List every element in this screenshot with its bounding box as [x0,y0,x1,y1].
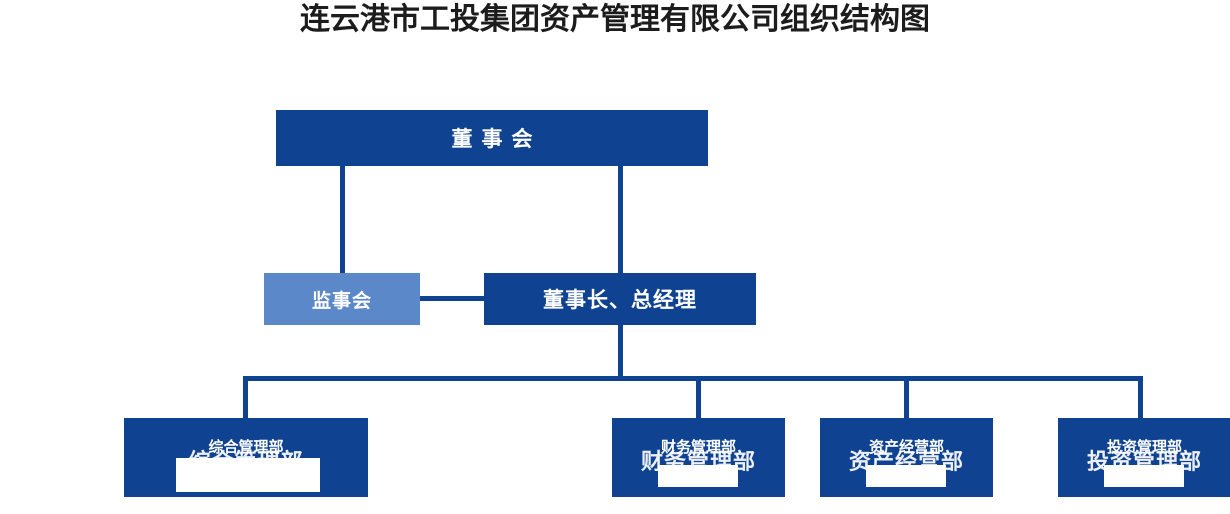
node-chairman-general-manager[interactable]: 董事长、总经理 [484,273,756,325]
node-board-of-supervisors[interactable]: 监事会 [264,273,420,325]
connector-department-bus [243,376,1143,381]
dept-label-stack-1: 综合管理部 综合管理部 [124,418,368,497]
dept-label-stack-2: 财务管理部 财务管理部 [612,418,785,497]
dept-overlay-patch-4 [1104,465,1184,487]
connector-drop-dept-3 [904,376,909,418]
connector-drop-dept-1 [243,376,248,418]
dept-overlay-patch-2 [658,465,738,487]
connector-drop-dept-4 [1138,376,1143,418]
dept-overlay-patch-3 [866,465,946,487]
dept-label-2-small: 财务管理部 [660,438,736,456]
node-department-investment-management[interactable]: 投资管理部 投资管理部 [1058,418,1230,497]
dept-label-stack-4: 投资管理部 投资管理部 [1058,418,1230,497]
dept-label-stack-3: 资产经营部 资产经营部 [820,418,993,497]
node-department-asset-operations[interactable]: 资产经营部 资产经营部 [820,418,993,497]
dept-label-4-small: 投资管理部 [1106,438,1182,456]
dept-overlay-patch-1 [176,458,320,492]
node-board-of-directors[interactable]: 董事会 [276,110,708,166]
connector-supervisor-to-chairman [420,296,484,301]
connector-drop-dept-2 [696,376,701,418]
dept-label-3-small: 资产经营部 [868,438,944,456]
dept-label-1-small: 综合管理部 [208,438,284,456]
connector-chairman-trunk [618,325,623,381]
node-department-finance-management[interactable]: 财务管理部 财务管理部 [612,418,785,497]
connector-board-to-supervisor [340,166,345,277]
page-title: 连云港市工投集团资产管理有限公司组织结构图 [300,2,930,37]
node-department-comprehensive-management[interactable]: 综合管理部 综合管理部 [124,418,368,497]
connector-board-to-chairman [618,166,623,277]
